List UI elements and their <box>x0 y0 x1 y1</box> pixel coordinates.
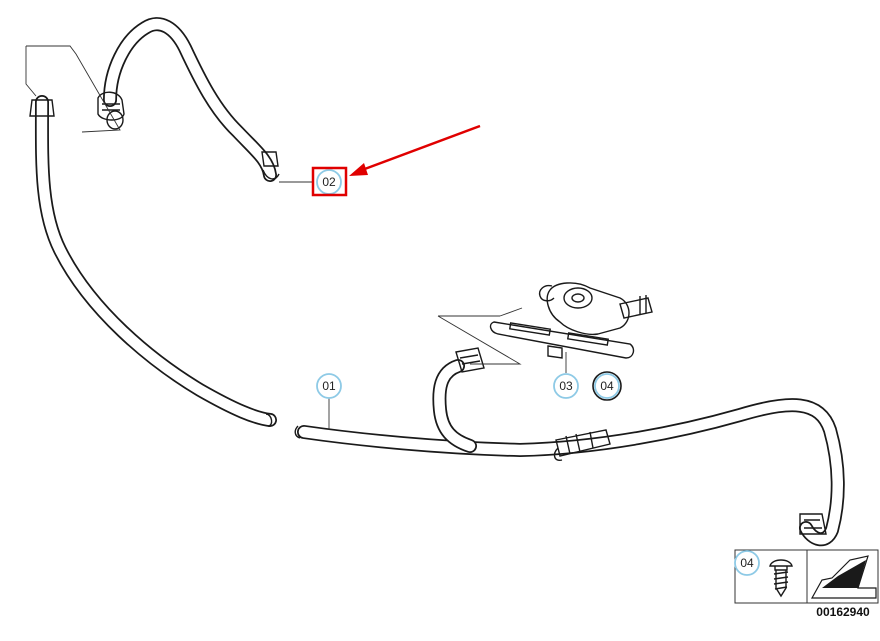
callout-03-label: 03 <box>559 379 573 393</box>
guide-frame-upper <box>25 45 121 133</box>
diagram-code: 00162940 <box>816 605 870 619</box>
legend-part-label: 04 <box>740 556 754 570</box>
washer-pump <box>489 282 653 359</box>
lower-main-hose <box>294 398 845 547</box>
lower-right-connector <box>799 513 827 535</box>
highlight-arrow <box>349 124 481 176</box>
hose-junction <box>553 429 611 462</box>
legend-box: 04 <box>734 549 879 604</box>
left-long-hose <box>29 95 277 427</box>
callout-01: 01 <box>316 373 342 399</box>
callout-03: 03 <box>553 373 579 399</box>
leader-lines <box>279 181 567 430</box>
callout-02: 02 <box>311 166 348 197</box>
callout-02-highlight-box <box>311 166 348 197</box>
callout-02-label: 02 <box>322 175 336 189</box>
callout-04: 04 <box>592 371 622 401</box>
guide-frame-pump <box>437 307 523 365</box>
callout-04-label: 04 <box>600 379 614 393</box>
branch-hose <box>432 347 485 453</box>
screw-icon <box>769 559 793 598</box>
upper-hose <box>103 17 280 182</box>
direction-arrow-icon <box>810 555 877 599</box>
callout-01-label: 01 <box>322 379 336 393</box>
